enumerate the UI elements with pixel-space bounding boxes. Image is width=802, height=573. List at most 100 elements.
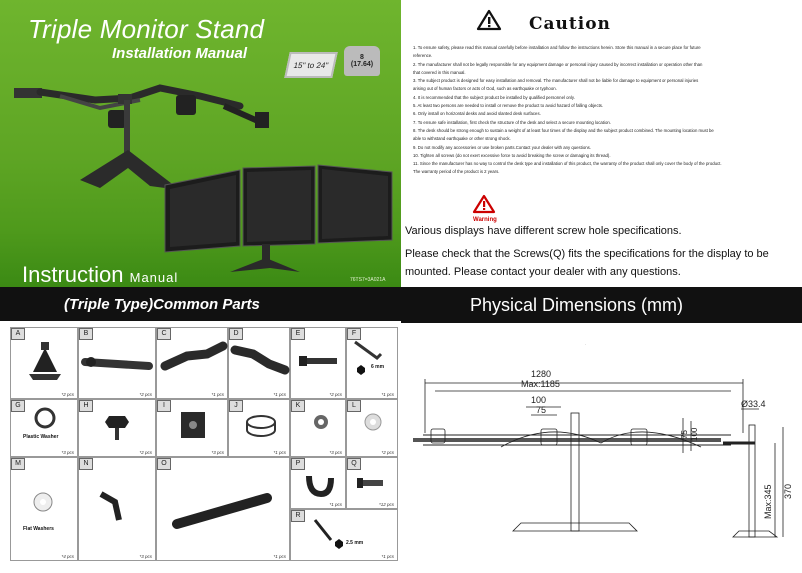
part-cell-m: M Flat Washers *4 pcs <box>10 457 78 561</box>
dim-100-vertical: 100 <box>690 427 699 441</box>
caution-item: reference. <box>413 53 433 59</box>
part-label: E <box>291 328 305 340</box>
caution-item: 3. The subject product is designed for e… <box>413 78 699 84</box>
hex-key-2-5mm-icon <box>313 519 343 549</box>
part-qty: *1 pcs <box>381 392 394 397</box>
part-qty: *1 pcs <box>273 450 286 455</box>
caution-header: Caution <box>401 0 802 37</box>
part-label: K <box>291 400 305 412</box>
desk-clamp-part-icon <box>29 342 61 380</box>
caution-item: arising out of human factors or acts of … <box>413 86 557 92</box>
dimensions-header-bar: Physical Dimensions (mm) <box>401 287 802 323</box>
screw-note-line-2: Please check that the Screws(Q) fits the… <box>405 248 769 260</box>
manual-word: Manual <box>129 270 179 285</box>
caution-triangle-icon <box>476 9 502 31</box>
screw-icon <box>357 478 383 488</box>
part-qty: *2 pcs <box>139 392 152 397</box>
dim-diameter-33-4: Ø33.4 <box>741 399 766 409</box>
caution-item: 4. It is recommended that the subject pr… <box>413 94 575 100</box>
nut-icon <box>314 415 328 429</box>
caution-item: 1. To ensure safety, please read this ma… <box>413 45 701 50</box>
part-qty: *1 pcs <box>273 392 286 397</box>
part-qty: *1 pcs <box>329 502 342 507</box>
bolt-part-icon <box>299 356 337 366</box>
vesa-plate-icon <box>181 412 205 438</box>
caution-item: 7. To ensure safe installation, first ch… <box>413 119 611 125</box>
flat-washer-icon <box>33 492 53 512</box>
part-qty: *1 pcs <box>211 392 224 397</box>
warning-triangle-icon <box>472 194 496 214</box>
caution-item: 9. Do not modify any accessories or use … <box>413 144 591 150</box>
part-label: L <box>347 400 361 412</box>
part-qty: *3 pcs <box>61 450 74 455</box>
model-number: 76TS7=3A021A <box>350 277 386 283</box>
part-qty: *1 pcs <box>273 554 286 559</box>
dimensions-panel: Physical Dimensions (mm) . <box>401 287 802 573</box>
caution-item: 10. Tighten all screws (do not exert exc… <box>413 152 611 158</box>
cover-title: Triple Monitor Stand <box>28 14 265 44</box>
part-qty: *3 pcs <box>211 450 224 455</box>
screw-note-line-1: Various displays have different screw ho… <box>405 225 682 237</box>
instruction-word: Instruction <box>22 262 124 287</box>
right-arm-part-icon <box>230 345 290 375</box>
part-cell-r: R 2.5 mm *1 pcs <box>290 509 398 561</box>
parts-heading: (Triple Type)Common Parts <box>64 296 260 313</box>
dim-75: 75 <box>536 405 546 415</box>
warning-label: Warning <box>473 217 497 223</box>
part-label: C <box>157 328 171 340</box>
part-label: M <box>11 458 25 470</box>
weight-badge-top: 8 <box>360 54 364 61</box>
part-label: H <box>79 400 93 412</box>
part-qty: *12 pcs <box>378 502 394 507</box>
plastic-washer-icon <box>34 407 56 429</box>
dim-1280: 1280 <box>531 369 551 379</box>
part-cell-n: N *3 pcs <box>78 457 156 561</box>
part-cell-p: P *1 pcs <box>290 457 346 509</box>
part-cell-l: L *2 pcs <box>346 399 398 457</box>
weight-badge-bottom: (17.64) <box>350 61 374 68</box>
part-cell-j: J *1 pcs <box>228 399 290 457</box>
caution-item: 5. At least two persons are needed to in… <box>413 103 604 109</box>
caution-item: 8. The desk should be strong enough to s… <box>413 127 714 133</box>
part-label: I <box>157 400 171 412</box>
part-cell-k: K *3 pcs <box>290 399 346 457</box>
dim-370: 370 <box>783 484 793 499</box>
left-arm-part-icon <box>160 341 228 371</box>
parts-header-bar: (Triple Type)Common Parts <box>0 287 401 321</box>
part-cell-b: B *2 pcs <box>78 327 156 399</box>
part-label: O <box>157 458 171 470</box>
caution-item: 11. Since the manufacturer has no way to… <box>413 161 722 167</box>
caution-list: 1. To ensure safety, please read this ma… <box>413 44 793 177</box>
cable-clip-icon <box>306 475 334 498</box>
size-badge: 15" to 24" <box>284 52 338 78</box>
instruction-manual-text: Instruction Manual <box>22 262 178 287</box>
part-cell-a: A *2 pcs <box>10 327 78 399</box>
dim-75-vertical: 75 <box>680 430 689 439</box>
part-label: J <box>229 400 243 412</box>
parts-panel: (Triple Type)Common Parts A *2 pcs B *2 … <box>0 287 401 573</box>
part-note: Flat Washers <box>23 526 54 532</box>
pole-icon <box>172 493 272 529</box>
weight-badge: 8 (17.64) <box>344 46 380 76</box>
part-cell-h: H *2 pcs <box>78 399 156 457</box>
part-cell-i: I *3 pcs <box>156 399 228 457</box>
bracket-screw-icon <box>99 491 122 521</box>
caution-item: 2. The manufacturer shall not be legally… <box>413 61 703 67</box>
part-qty: *2 pcs <box>381 450 394 455</box>
part-label: F <box>347 328 361 340</box>
dimensions-heading: Physical Dimensions (mm) <box>470 295 684 315</box>
part-cell-q: Q *12 pcs <box>346 457 398 509</box>
caution-item: The warranty period of the product is 2 … <box>413 169 500 175</box>
knob-screw-icon <box>105 416 129 440</box>
caution-title: Caution <box>529 14 611 34</box>
part-label: N <box>79 458 93 470</box>
part-cell-c: C *1 pcs <box>156 327 228 399</box>
stray-dot: . <box>585 341 587 346</box>
caution-item: able to withstand earthquake or other st… <box>413 136 511 142</box>
caution-item: 6. Only install on horizontal desks and … <box>413 111 541 117</box>
caution-panel: Caution 1. To ensure safety, please read… <box>401 0 802 287</box>
part-qty: *2 pcs <box>329 392 342 397</box>
part-note: 6 mm <box>371 364 385 370</box>
part-label: R <box>291 510 305 522</box>
part-cell-g: G Plastic Washer *3 pcs <box>10 399 78 457</box>
